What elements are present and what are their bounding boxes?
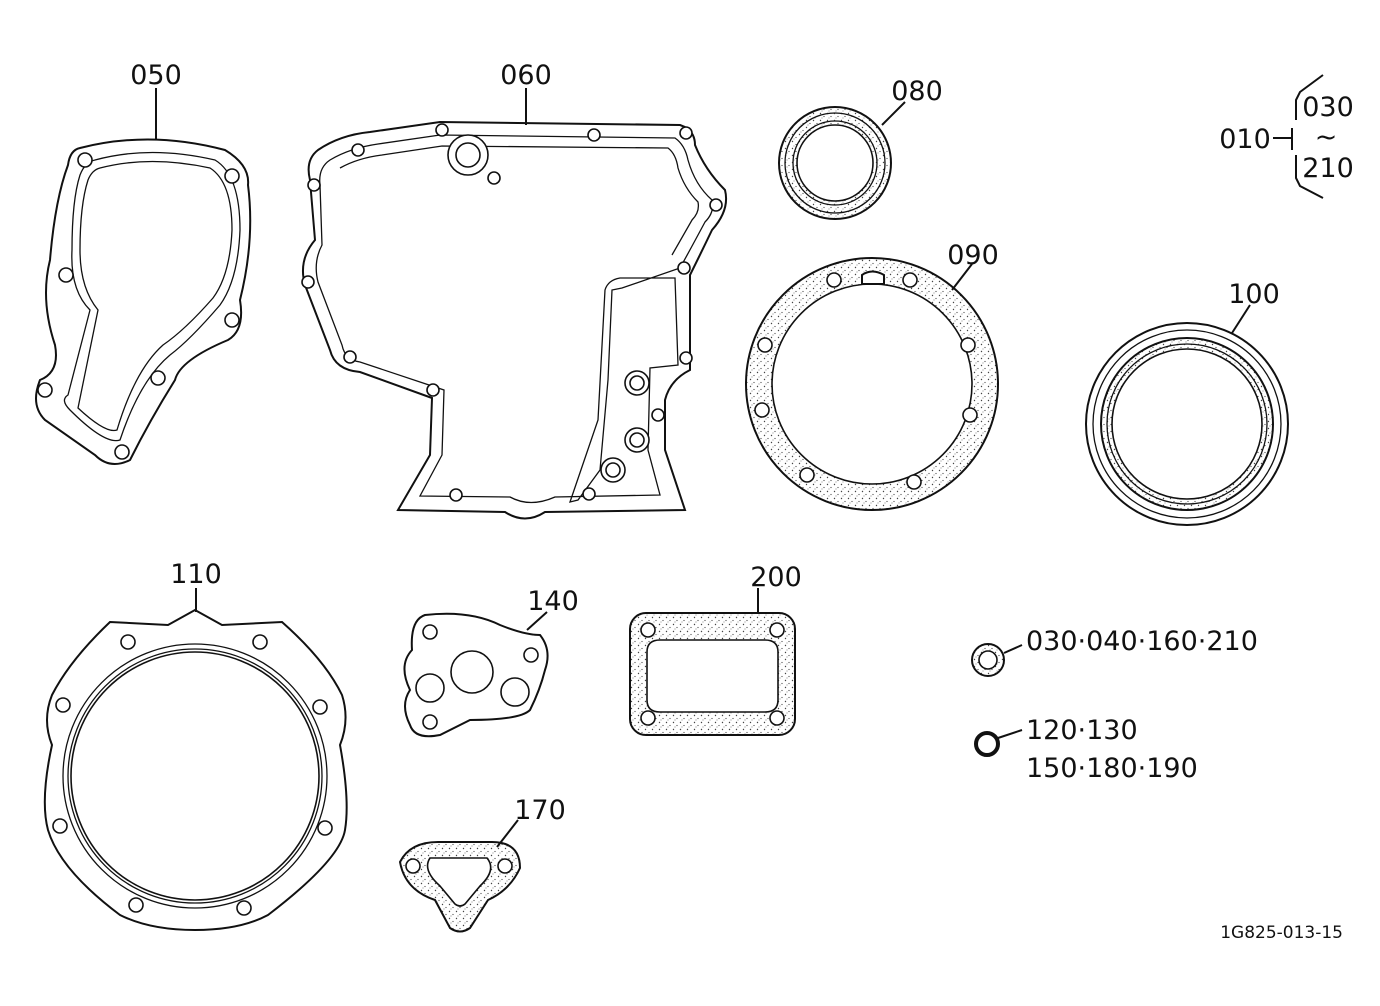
kit-label-030: 030 [1302,92,1354,123]
part-label-140: 140 [527,586,579,617]
o-ring-icon [974,731,1000,757]
part-label-050: 050 [130,60,182,91]
part-label-080: 080 [891,76,943,107]
part-label-110: 110 [170,559,222,590]
part-label-200: 200 [750,562,802,593]
washer-part-numbers: 030·040·160·210 [1026,626,1258,657]
part-label-060: 060 [500,60,552,91]
gasket-140[interactable]: 140 [403,586,579,738]
part-label-170: 170 [514,795,566,826]
seal-080[interactable]: 080 [778,76,943,220]
kit-label-010: 010 [1219,124,1271,155]
part-label-090: 090 [947,240,999,271]
gasket-200[interactable]: 200 [629,562,802,736]
gasket-060[interactable]: 060 [301,60,728,520]
gasket-170[interactable]: 170 [398,795,566,933]
washer-icon [971,643,1005,677]
kit-bracket-010: 010 030 ~ 210 [1219,74,1354,199]
gasket-110[interactable]: 110 [43,559,348,932]
kit-label-210: 210 [1302,153,1354,184]
gasket-050[interactable]: 050 [35,60,252,465]
part-label-100: 100 [1228,279,1280,310]
oring-part-numbers-1: 120·130 [1026,715,1138,746]
drawing-number: 1G825-013-15 [1220,923,1343,943]
oring-part-numbers-2: 150·180·190 [1026,753,1198,784]
legend-oring: 120·130 150·180·190 [974,715,1198,784]
seal-100[interactable]: 100 [1085,279,1289,526]
gasket-090[interactable]: 090 [745,240,999,511]
legend-washer: 030·040·160·210 [971,626,1258,677]
kit-range-tilde: ~ [1315,122,1338,153]
